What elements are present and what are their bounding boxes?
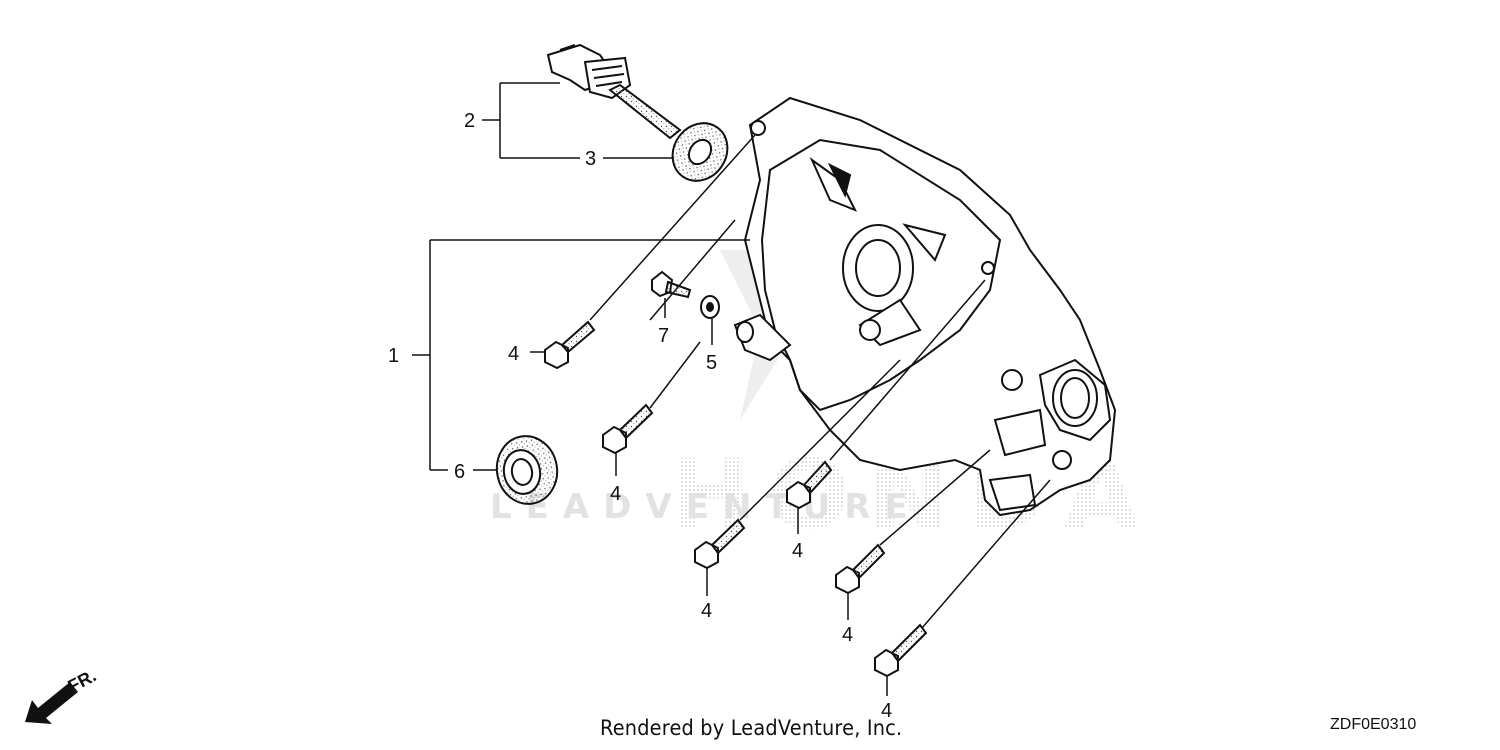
flange-bolt xyxy=(786,460,833,510)
flange-bolt xyxy=(835,543,886,595)
flange-bolts xyxy=(544,320,928,678)
flange-bolt xyxy=(544,320,596,370)
callout-4: 4 xyxy=(881,700,892,722)
small-bolt xyxy=(651,270,692,299)
leader-lines xyxy=(412,82,1051,696)
render-credit: Rendered by LeadVenture, Inc. xyxy=(600,716,903,740)
callout-2: 2 xyxy=(464,110,475,132)
crankcase-cover xyxy=(733,96,1117,517)
callout-6: 6 xyxy=(454,461,465,483)
front-direction-marker: FR. xyxy=(25,665,99,724)
flange-bolt xyxy=(694,518,746,570)
callout-7: 7 xyxy=(658,325,669,347)
callout-4: 4 xyxy=(842,624,853,646)
callout-3: 3 xyxy=(585,148,596,170)
small-washer xyxy=(700,295,720,319)
callout-4: 4 xyxy=(610,483,621,505)
callout-1: 1 xyxy=(388,345,399,367)
oil-dipstick xyxy=(546,43,682,140)
front-arrow-icon xyxy=(25,682,78,724)
dipstick-washer xyxy=(671,122,729,182)
diagram-code: ZDF0E0310 xyxy=(1330,716,1417,733)
flange-bolt xyxy=(602,403,654,455)
callouts: 2 3 1 4 7 5 6 4 4 4 4 4 xyxy=(388,110,892,722)
flange-bolt xyxy=(874,623,928,678)
callout-4: 4 xyxy=(792,540,803,562)
oil-seal xyxy=(495,435,559,505)
callout-5: 5 xyxy=(706,352,717,374)
callout-4: 4 xyxy=(508,343,519,365)
watermark-partner: LEADVENTURE xyxy=(490,487,922,527)
callout-4: 4 xyxy=(701,600,712,622)
